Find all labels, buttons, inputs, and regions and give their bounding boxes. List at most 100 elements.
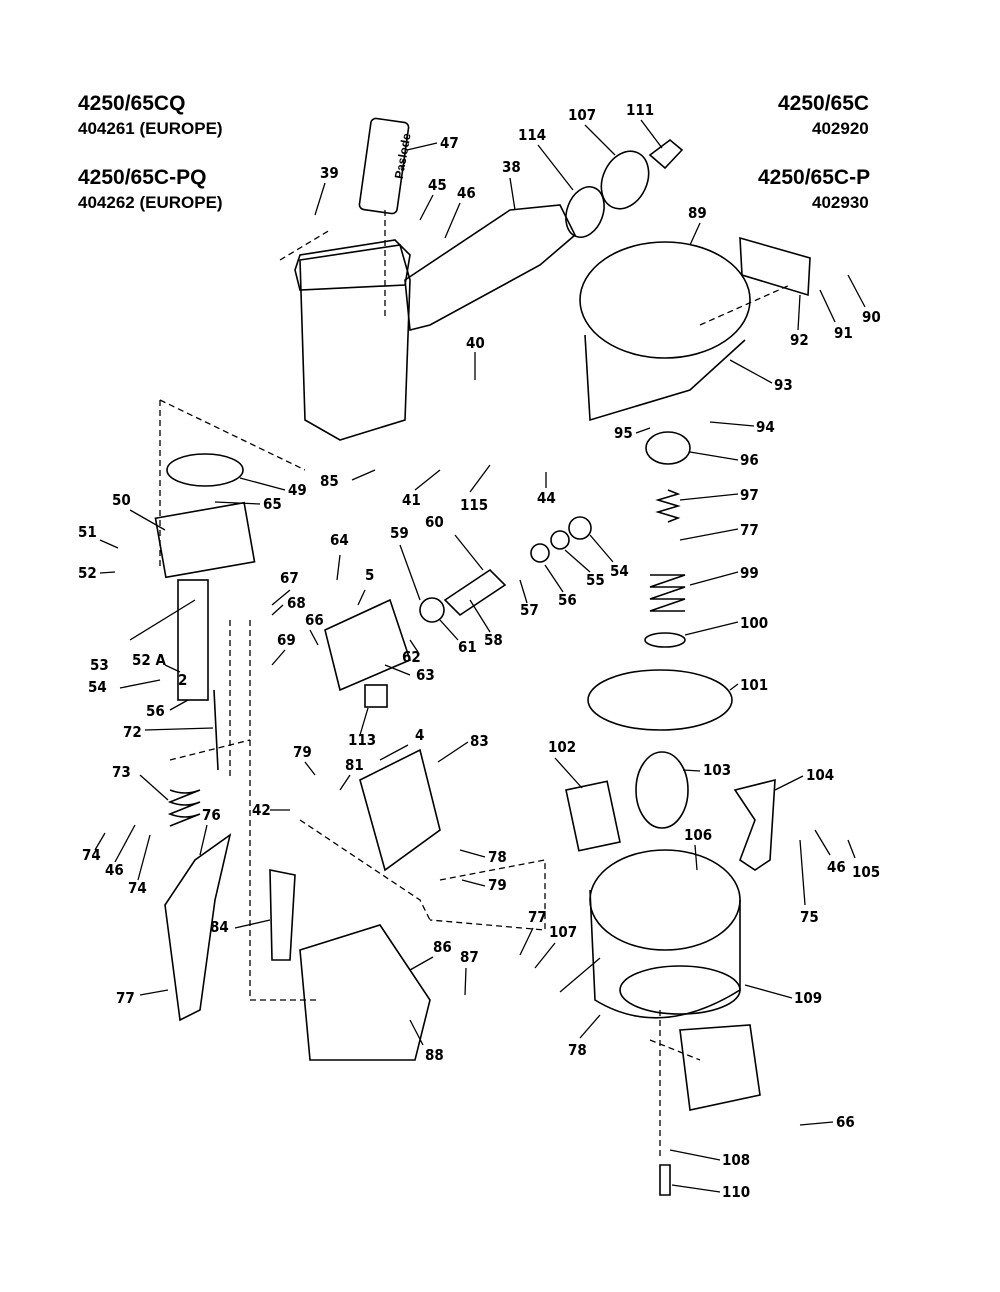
- part-label-47: 47: [440, 134, 459, 152]
- part-label-96: 97: [740, 486, 759, 504]
- part-label-48: 49: [288, 481, 307, 499]
- part-label-56: 55: [586, 571, 605, 589]
- part-label-62: 62: [402, 648, 421, 666]
- part-label-59: 58: [484, 631, 503, 649]
- cap-95: [645, 431, 691, 465]
- part-label-104: 105: [852, 863, 880, 881]
- part-label-54: 56: [146, 702, 165, 720]
- part-label-77-right: 77: [740, 521, 759, 539]
- washer-56: [550, 530, 570, 550]
- block-111: [364, 684, 388, 708]
- screw-109: [659, 1164, 671, 1196]
- part-label-39: 39: [320, 164, 339, 182]
- spring-96: [655, 489, 681, 523]
- leader-lines: [94, 119, 866, 1193]
- housing-top: [294, 239, 411, 291]
- canister-base: [589, 889, 741, 1019]
- washer-57: [530, 543, 550, 563]
- part-label-51: 52: [78, 564, 97, 582]
- part-label-68: 67: [280, 569, 299, 587]
- rod-71: [213, 689, 219, 771]
- canister-side: [584, 334, 746, 422]
- part-label-50: 51: [78, 523, 97, 541]
- part-label-80: 79: [293, 743, 312, 761]
- model-title-4250-65c-pq: 4250/65C-PQ: [78, 166, 207, 189]
- part-label-67: 66: [305, 611, 324, 629]
- part-label-55: 54: [610, 562, 629, 580]
- part-label-77-bottom: 78: [568, 1041, 587, 1059]
- piston-59: [443, 568, 507, 617]
- part-label-70: 69: [277, 631, 296, 649]
- canister-bottom: [589, 849, 741, 951]
- part-label-87: 88: [425, 1046, 444, 1064]
- o-ring-113: [565, 186, 605, 238]
- part-label-91: 92: [790, 331, 809, 349]
- part-label-85: 86: [433, 938, 452, 956]
- part-label-81: 81: [345, 756, 364, 774]
- part-label-69: 68: [287, 594, 306, 612]
- part-label-60-left: 59: [390, 524, 409, 542]
- part-label-102: 102: [548, 738, 576, 756]
- model-title-4250-65c-p: 4250/65C-P: [758, 166, 871, 189]
- part-label-88: 89: [688, 204, 707, 222]
- plate-108: [619, 965, 741, 1015]
- model-code-402930: 402930: [812, 193, 869, 212]
- part-label-74-left: 74: [128, 879, 147, 897]
- model-title-4250-65c: 4250/65C: [778, 92, 870, 115]
- handle: [404, 204, 576, 332]
- part-label-86: 87: [460, 948, 479, 966]
- part-label-94: 95: [614, 424, 633, 442]
- part-label-44: 44: [537, 489, 556, 507]
- part-label-113: 114: [518, 126, 546, 144]
- part-shapes: Paslode: [154, 117, 811, 1196]
- part-label-90: 91: [834, 324, 853, 342]
- part-label-61: 61: [458, 638, 477, 656]
- o-ring-48: [166, 453, 244, 487]
- ring-55: [568, 516, 592, 540]
- part-label-72: 73: [112, 763, 131, 781]
- arm-103: [733, 778, 776, 871]
- canister-lid: [579, 241, 751, 359]
- label-102: [565, 780, 621, 852]
- part-label-74-right: 75: [800, 908, 819, 926]
- part-label-63: 63: [416, 666, 435, 684]
- part-label-92: 93: [774, 376, 793, 394]
- part-label-107-mid: 107: [549, 923, 577, 941]
- part-label-text: 47 39 45 46 38 114 107 111 89 90 91 92 9…: [78, 101, 881, 1201]
- part-label-97: 99: [740, 564, 759, 582]
- part-label-57: 56: [558, 591, 577, 609]
- model-title-4250-65cq: 4250/65CQ: [78, 92, 186, 115]
- part-label-79: 79: [488, 876, 507, 894]
- part-label-78: 78: [488, 848, 507, 866]
- part-label-73: 74: [82, 846, 101, 864]
- fitting-110: [648, 138, 684, 170]
- part-label-109: 110: [722, 1183, 750, 1201]
- part-label-75: 76: [202, 806, 221, 824]
- part-label-52: 52 A: [132, 651, 166, 669]
- spring-97: [649, 574, 686, 612]
- part-label-46-left: 46: [105, 861, 124, 879]
- part-label-71: 72: [123, 723, 142, 741]
- part-label-45: 45: [428, 176, 447, 194]
- part-label-40: 40: [466, 334, 485, 352]
- hub-101: [635, 751, 689, 829]
- part-82: [359, 748, 441, 872]
- part-label-107-bottom: 108: [722, 1151, 750, 1169]
- bracket-66: [679, 1024, 761, 1111]
- part-63: [324, 598, 411, 692]
- label-plate: [358, 117, 410, 215]
- part-label-76: 77: [116, 989, 135, 1007]
- part-label-100: 101: [740, 676, 768, 694]
- part-label-82: 83: [470, 732, 489, 750]
- part-label-95: 96: [740, 451, 759, 469]
- ring-99: [644, 632, 686, 648]
- part-label-46-right: 46: [827, 858, 846, 876]
- ring-61: [419, 597, 445, 623]
- bracket-91: [739, 236, 811, 297]
- part-label-53: 54: [88, 678, 107, 696]
- nose-87: [299, 924, 431, 1061]
- part-label-111: 113: [348, 731, 376, 749]
- swivel-106: [600, 150, 650, 210]
- part-label-99: 100: [740, 614, 768, 632]
